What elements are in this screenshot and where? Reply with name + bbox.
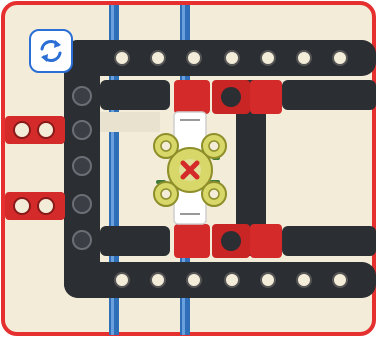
- rotate-view-button[interactable]: [29, 29, 73, 73]
- bottom-beam: [64, 262, 376, 298]
- center-red-blocks-top: [174, 80, 282, 114]
- rotate-button-label: [51, 51, 52, 52]
- center-red-blocks-bottom: [174, 224, 282, 258]
- left-red-connector-top: [5, 116, 65, 144]
- left-beam: [64, 40, 100, 298]
- top-beam: [64, 40, 376, 76]
- left-red-connector-bottom: [5, 192, 65, 220]
